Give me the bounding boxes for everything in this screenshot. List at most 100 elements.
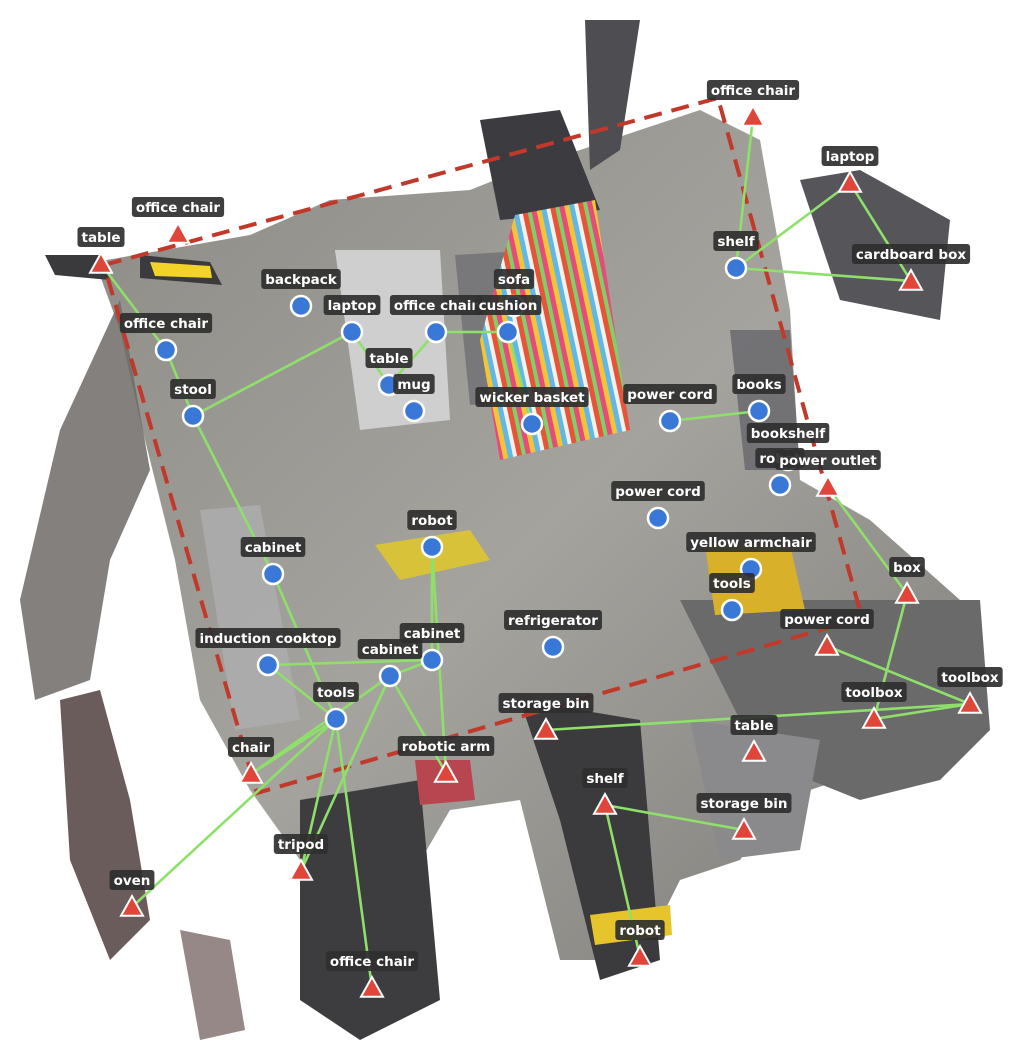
svg-text:box: box [893, 560, 921, 576]
place-node-0[interactable] [742, 106, 764, 126]
svg-text:toolbox: toolbox [845, 685, 903, 701]
object-label-0: backpack [261, 269, 341, 289]
svg-text:sofa: sofa [498, 272, 530, 288]
svg-text:office chair: office chair [711, 83, 796, 99]
object-node-20[interactable] [543, 637, 563, 657]
svg-text:storage bin: storage bin [701, 796, 788, 812]
place-label-6: box [889, 557, 925, 577]
place-label-10: table [730, 715, 777, 735]
object-node-0[interactable] [291, 296, 311, 316]
object-node-9[interactable] [183, 406, 203, 426]
object-node-15[interactable] [648, 508, 668, 528]
object-node-24[interactable] [326, 709, 346, 729]
svg-text:mug: mug [397, 377, 430, 393]
object-node-7[interactable] [522, 414, 542, 434]
svg-text:stool: stool [174, 382, 212, 398]
svg-text:tools: tools [317, 685, 355, 701]
object-node-11[interactable] [749, 401, 769, 421]
place-node-5[interactable] [817, 476, 839, 496]
point-cloud-reconstruction [20, 20, 990, 1040]
svg-text:shelf: shelf [586, 771, 623, 787]
object-label-9: stool [170, 379, 216, 399]
object-node-18[interactable] [722, 600, 742, 620]
place-label-2: cardboard box [852, 244, 970, 264]
place-label-9: toolbox [841, 682, 906, 702]
object-label-24: tools [313, 682, 359, 702]
place-label-7: power cord [780, 609, 874, 629]
object-node-23[interactable] [380, 666, 400, 686]
svg-text:robotic arm: robotic arm [402, 739, 491, 755]
place-node-3[interactable] [167, 223, 189, 243]
object-label-5: table [365, 348, 412, 368]
object-label-11: books [732, 374, 785, 394]
place-label-17: oven [110, 870, 155, 890]
object-label-2: office chair [390, 295, 482, 315]
place-label-4: table [77, 227, 124, 247]
object-label-13: bookshelf [747, 423, 830, 443]
svg-text:robot: robot [411, 513, 453, 529]
object-node-19[interactable] [263, 564, 283, 584]
object-node-4[interactable] [498, 322, 518, 342]
svg-text:toolbox: toolbox [941, 670, 999, 686]
place-label-19: robot [615, 920, 664, 940]
svg-text:cabinet: cabinet [362, 642, 419, 658]
place-label-8: toolbox [937, 667, 1002, 687]
svg-text:wicker basket: wicker basket [479, 390, 585, 406]
place-label-15: chair [228, 737, 274, 757]
svg-text:laptop: laptop [826, 149, 875, 165]
object-label-1: laptop [324, 295, 381, 315]
object-label-20: refrigerator [504, 610, 602, 630]
object-node-2[interactable] [426, 322, 446, 342]
svg-text:yellow armchair: yellow armchair [690, 535, 812, 551]
svg-text:laptop: laptop [328, 298, 377, 314]
place-label-11: storage bin [697, 793, 792, 813]
object-label-7: wicker basket [475, 387, 588, 407]
object-node-14[interactable] [770, 475, 790, 495]
object-node-21[interactable] [422, 650, 442, 670]
object-node-16[interactable] [422, 537, 442, 557]
svg-text:table: table [734, 718, 773, 734]
object-label-8: office chair [120, 313, 212, 333]
place-label-16: tripod [274, 834, 328, 854]
object-label-10: power cord [623, 384, 717, 404]
place-label-18: office chair [326, 951, 418, 971]
place-label-12: shelf [582, 768, 627, 788]
object-node-1[interactable] [342, 322, 362, 342]
svg-text:tripod: tripod [278, 837, 324, 853]
svg-text:cushion: cushion [479, 298, 538, 314]
place-label-13: storage bin [499, 693, 594, 713]
svg-text:power cord: power cord [784, 612, 870, 628]
object-label-18: tools [709, 573, 755, 593]
svg-text:power cord: power cord [615, 484, 701, 500]
object-label-4: cushion [475, 295, 542, 315]
svg-text:storage bin: storage bin [503, 696, 590, 712]
object-node-22[interactable] [258, 655, 278, 675]
object-node-10[interactable] [660, 411, 680, 431]
svg-text:office chair: office chair [394, 298, 479, 314]
svg-text:power cord: power cord [627, 387, 713, 403]
place-label-0: office chair [707, 80, 799, 100]
object-node-8[interactable] [156, 340, 176, 360]
svg-text:robot: robot [619, 923, 661, 939]
svg-text:chair: chair [232, 740, 270, 756]
svg-text:table: table [81, 230, 120, 246]
svg-text:cardboard box: cardboard box [856, 247, 966, 263]
svg-text:backpack: backpack [265, 272, 338, 288]
svg-text:office chair: office chair [136, 200, 221, 216]
svg-text:office chair: office chair [124, 316, 209, 332]
object-node-6[interactable] [404, 401, 424, 421]
svg-text:power outlet: power outlet [779, 453, 877, 469]
place-label-3: office chair [132, 197, 224, 217]
object-label-19: cabinet [241, 537, 306, 557]
svg-text:bookshelf: bookshelf [751, 426, 826, 442]
object-label-16: robot [407, 510, 456, 530]
place-label-5: power outlet [775, 450, 881, 470]
object-label-17: yellow armchair [686, 532, 816, 552]
svg-text:oven: oven [114, 873, 151, 889]
svg-text:office chair: office chair [330, 954, 415, 970]
svg-text:cabinet: cabinet [245, 540, 302, 556]
object-node-12[interactable] [726, 258, 746, 278]
object-label-22: induction cooktop [195, 628, 340, 648]
object-label-12: shelf [713, 231, 758, 251]
